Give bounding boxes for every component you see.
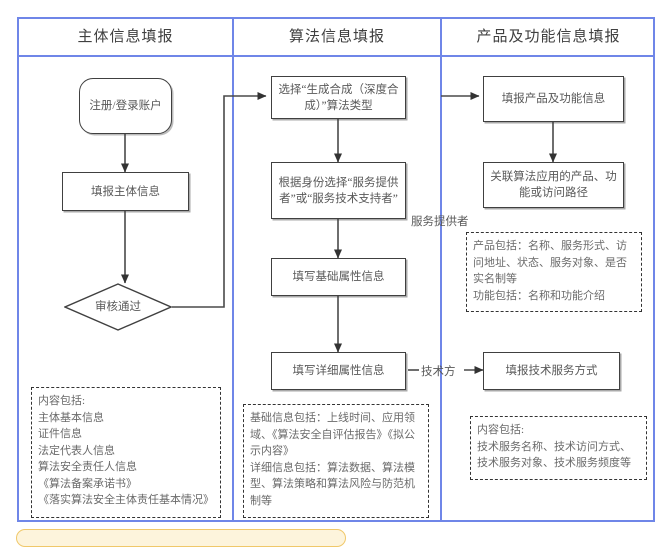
node-fill-detail-attributes-label: 填写详细属性信息 (292, 365, 385, 377)
header-divider (17, 55, 655, 57)
note-tech-line-2: 技术服务对象、技术服务频度等 (477, 457, 631, 469)
node-select-identity[interactable]: 根据身份选择“服务提供者”或“服务技术支持者” (271, 162, 406, 219)
note-product-line-0: 产品包括：名称、服务形式、访问地址、状态、服务对象、是否实名制等 (473, 240, 627, 285)
note-algorithm-line-1: 详细信息包括：算法数据、算法模型、算法策略和算法风险与防范机制等 (250, 461, 415, 507)
note-subject-line-1: 主体基本信息 (38, 411, 104, 424)
node-fill-basic-attributes[interactable]: 填写基础属性信息 (271, 258, 406, 296)
flowchart-canvas: 主体信息填报 算法信息填报 产品及功能信息填报 (16, 17, 655, 547)
diamond-shape (64, 283, 172, 331)
bottom-callout-partial (16, 529, 346, 547)
note-algorithm-line-0: 基础信息包括：上线时间、应用领域、《算法安全自评估报告》《拟公示内容》 (250, 412, 415, 457)
edge-label-service-provider: 服务提供者 (411, 216, 469, 228)
node-review-pass-label: 审核通过 (95, 301, 141, 313)
node-review-pass[interactable]: 审核通过 (64, 283, 172, 331)
column-divider-1 (232, 17, 234, 522)
node-fill-subject-info[interactable]: 填报主体信息 (62, 172, 189, 211)
node-fill-detail-attributes[interactable]: 填写详细属性信息 (271, 352, 406, 390)
node-link-product-path[interactable]: 关联算法应用的产品、功能或访问路径 (483, 162, 624, 208)
node-select-algorithm-type-label: 选择“生成合成（深度合成）”算法类型 (278, 83, 399, 112)
note-tech-line-0: 内容包括: (477, 424, 525, 436)
node-register-account-label: 注册/登录账户 (89, 100, 162, 112)
node-register-account[interactable]: 注册/登录账户 (79, 78, 172, 134)
edge-label-tech-party: 技术方 (421, 366, 456, 378)
note-subject-line-4: 算法安全责任人信息 (38, 461, 137, 473)
column-header-product: 产品及功能信息填报 (476, 29, 621, 45)
note-tech-line-1: 技术服务名称、技术访问方式、 (477, 440, 631, 453)
note-subject-line-5: 《算法备案承诺书》 (38, 477, 137, 490)
node-fill-tech-service-label: 填报技术服务方式 (505, 365, 598, 377)
note-subject-line-3: 法定代表人信息 (38, 444, 115, 457)
node-select-algorithm-type[interactable]: 选择“生成合成（深度合成）”算法类型 (271, 76, 406, 119)
node-fill-product-info[interactable]: 填报产品及功能信息 (483, 76, 624, 122)
node-fill-basic-attributes-label: 填写基础属性信息 (292, 271, 385, 283)
note-product-line-1: 功能包括：名称和功能介绍 (473, 289, 605, 302)
node-fill-subject-info-label: 填报主体信息 (91, 185, 160, 198)
note-subject-contents: 内容包括: 主体基本信息 证件信息 法定代表人信息 算法安全责任人信息 《算法备… (31, 387, 221, 518)
node-link-product-path-label: 关联算法应用的产品、功能或访问路径 (490, 171, 617, 199)
column-header-subject: 主体信息填报 (77, 29, 174, 45)
note-subject-line-6: 《落实算法安全主体责任基本情况》 (38, 494, 214, 506)
note-algorithm-contents: 基础信息包括：上线时间、应用领域、《算法安全自评估报告》《拟公示内容》 详细信息… (243, 404, 429, 518)
node-fill-product-info-label: 填报产品及功能信息 (501, 93, 606, 105)
column-divider-2 (440, 17, 442, 522)
note-subject-line-2: 证件信息 (38, 428, 82, 440)
column-header-algorithm: 算法信息填报 (288, 29, 385, 45)
note-subject-line-0: 内容包括: (38, 395, 86, 407)
node-fill-tech-service[interactable]: 填报技术服务方式 (483, 352, 620, 390)
note-product-contents: 产品包括：名称、服务形式、访问地址、状态、服务对象、是否实名制等 功能包括：名称… (466, 232, 642, 312)
note-tech-contents: 内容包括: 技术服务名称、技术访问方式、 技术服务对象、技术服务频度等 (470, 416, 647, 480)
node-select-identity-label: 根据身份选择“服务提供者”或“服务技术支持者” (278, 176, 399, 205)
